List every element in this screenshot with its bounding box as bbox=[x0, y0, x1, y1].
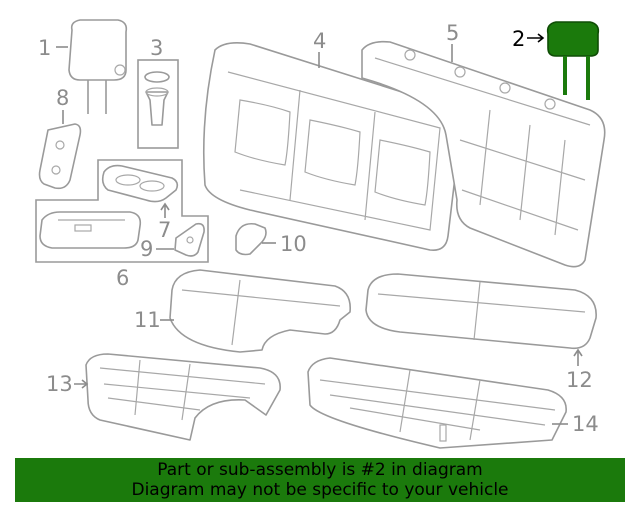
callout-14: 14 bbox=[572, 412, 599, 436]
callout-13: 13 bbox=[46, 372, 73, 396]
callout-10: 10 bbox=[280, 232, 307, 256]
part-13-cushion-frame-left bbox=[85, 353, 281, 441]
part-12-seat-cushion-right bbox=[365, 273, 597, 350]
part-8-bracket bbox=[38, 123, 82, 190]
callout-2: 2 bbox=[512, 27, 525, 51]
part-4-seat-back-cushion bbox=[202, 42, 461, 252]
part-14-cushion-frame-right bbox=[307, 357, 567, 449]
part-10-trim-cover bbox=[235, 222, 267, 256]
part-11-seat-cushion-left bbox=[169, 269, 352, 353]
banner-line-2: Diagram may not be specific to your vehi… bbox=[131, 480, 509, 500]
part-6-armrest bbox=[39, 211, 142, 249]
callout-5: 5 bbox=[446, 21, 459, 45]
part-5-seat-back-frame bbox=[361, 40, 606, 268]
callout-8: 8 bbox=[56, 86, 69, 110]
seat-parts-diagram: 1 2 3 4 5 8 bbox=[35, 19, 606, 449]
part-3-headrest-guide bbox=[137, 59, 179, 149]
leader-13 bbox=[74, 379, 89, 389]
callout-9: 9 bbox=[140, 237, 153, 261]
callout-12: 12 bbox=[566, 368, 593, 392]
callout-11: 11 bbox=[134, 308, 161, 332]
part-info-banner: Part or sub-assembly is #2 in diagram Di… bbox=[15, 458, 625, 502]
part-1-headrest bbox=[68, 19, 128, 114]
callout-1: 1 bbox=[38, 36, 51, 60]
part-2-headrest-highlighted bbox=[546, 21, 600, 100]
banner-line-1: Part or sub-assembly is #2 in diagram bbox=[157, 460, 483, 480]
leader-7 bbox=[160, 202, 170, 218]
callout-7: 7 bbox=[158, 218, 171, 242]
leader-2 bbox=[527, 33, 545, 43]
callout-4: 4 bbox=[313, 29, 326, 53]
assembly-box-6 bbox=[35, 159, 209, 263]
part-7-cup-holder bbox=[101, 164, 179, 203]
callout-6: 6 bbox=[116, 266, 129, 290]
callout-3: 3 bbox=[150, 36, 163, 60]
leader-12 bbox=[573, 348, 583, 366]
part-9-latch bbox=[174, 222, 205, 257]
